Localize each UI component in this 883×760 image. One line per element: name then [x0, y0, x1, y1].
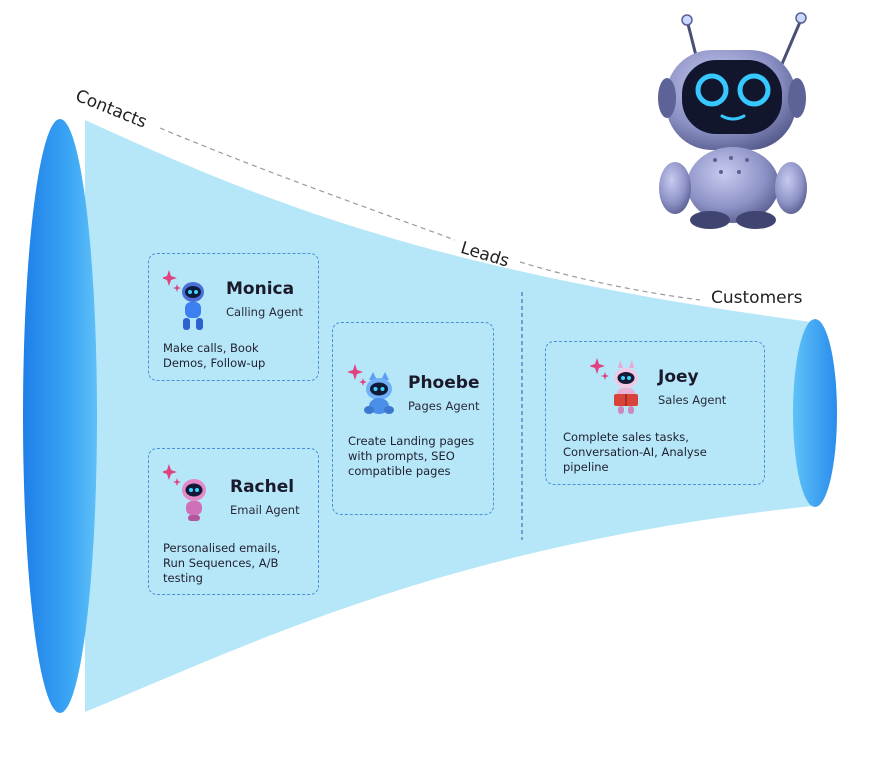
agent-role: Calling Agent [226, 305, 303, 319]
agent-name: Phoebe [408, 373, 480, 393]
agent-role: Pages Agent [408, 399, 480, 413]
funnel-body [85, 120, 812, 712]
agent-name: Rachel [230, 477, 295, 497]
agent-role: Sales Agent [658, 393, 727, 407]
agent-name: Monica [226, 279, 295, 299]
agent-name: Joey [658, 367, 699, 387]
agent-role: Email Agent [230, 503, 300, 517]
robot-reading-icon [590, 358, 638, 414]
agent-card-joey [545, 341, 765, 485]
stage-curve [159, 127, 701, 301]
robot-mascot-icon [658, 12, 807, 229]
robot-cat-icon [347, 364, 394, 414]
agent-description: Complete sales tasks, Conversation-AI, A… [563, 430, 707, 474]
funnel-left-edge [23, 119, 97, 713]
funnel-right-edge [793, 319, 837, 507]
robot-blue-icon [163, 270, 204, 330]
robot-pink-icon [163, 464, 206, 521]
agent-card-rachel [148, 448, 319, 595]
agent-card-phoebe [332, 322, 494, 515]
agent-card-monica [148, 253, 319, 381]
agent-description: Personalised emails, Run Sequences, A/B … [163, 541, 281, 585]
agent-description: Make calls, Book Demos, Follow-up [163, 341, 266, 370]
stage-label-customers: Customers [711, 288, 803, 308]
agent-description: Create Landing pages with prompts, SEO c… [348, 434, 475, 478]
